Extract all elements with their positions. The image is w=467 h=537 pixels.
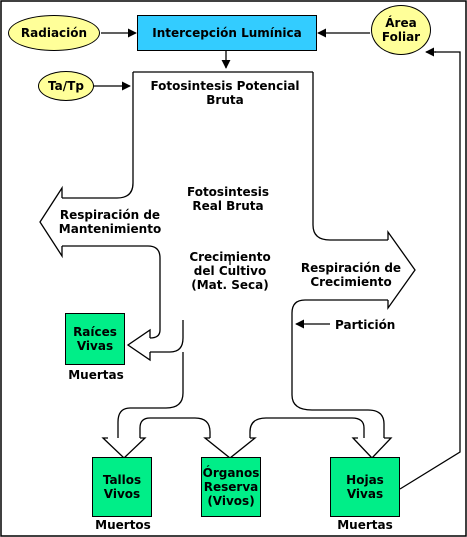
intercepcion-box: Intercepción Lumínica [137, 15, 317, 51]
ta-tp-label: Ta/Tp [48, 79, 84, 93]
raices-label: Raíces Vivas [73, 325, 117, 353]
arrow-raices [126, 328, 151, 362]
channel-right-upper [312, 72, 388, 241]
raices-box: Raíces Vivas [65, 313, 125, 365]
arrow-hojas [351, 437, 393, 459]
channel-left-lower [117, 352, 184, 438]
ta-tp-node: Ta/Tp [38, 71, 94, 101]
crecimiento-cultivo-label: Crecimiento del Cultivo (Mat. Seca) [189, 250, 271, 292]
channel-crec-lower [291, 299, 388, 438]
tallos-label: Tallos Vivos [102, 473, 142, 501]
particion-label: Partición [335, 318, 396, 332]
respiracion-mantenimiento-label: Respiración de Mantenimiento [58, 208, 162, 236]
fotosintesis-real-label: Fotosintesis Real Bruta [186, 185, 269, 213]
tallos-box: Tallos Vivos [92, 457, 152, 517]
hojas-label: Hojas Vivas [346, 473, 384, 501]
organos-reserva-box: Órganos Reserva (Vivos) [201, 457, 261, 517]
channel-reserva-inner [249, 417, 365, 438]
hojas-box: Hojas Vivas [330, 457, 400, 517]
fotosintesis-potencial-label: Fotosintesis Potencial Bruta [150, 79, 300, 107]
radiacion-node: Radiación [8, 15, 100, 51]
arrow-tallos [101, 437, 147, 459]
arrow-respiracion-crecimiento [387, 229, 416, 311]
arrow-respiracion-mantenimiento [39, 185, 63, 259]
channel-raices-b [149, 320, 161, 339]
feedback-hojas-area [399, 51, 461, 490]
respiracion-crecimiento-label: Respiración de Crecimiento [300, 261, 402, 289]
intercepcion-label: Intercepción Lumínica [152, 26, 302, 40]
channel-raices [150, 320, 184, 353]
arrow-reserva [203, 437, 257, 459]
hojas-muertas-label: Muertas [337, 518, 393, 532]
raices-muertas-label: Muertas [68, 368, 124, 382]
area-foliar-label: Área Foliar [381, 16, 421, 44]
channel-tallos-inner [139, 417, 211, 438]
channel-left-upper [62, 72, 134, 199]
tallos-muertos-label: Muertos [95, 518, 151, 532]
organos-reserva-label: Órganos Reserva (Vivos) [202, 466, 260, 508]
channel-mant-lower [62, 245, 161, 320]
radiacion-label: Radiación [20, 26, 88, 40]
area-foliar-node: Área Foliar [371, 5, 431, 55]
